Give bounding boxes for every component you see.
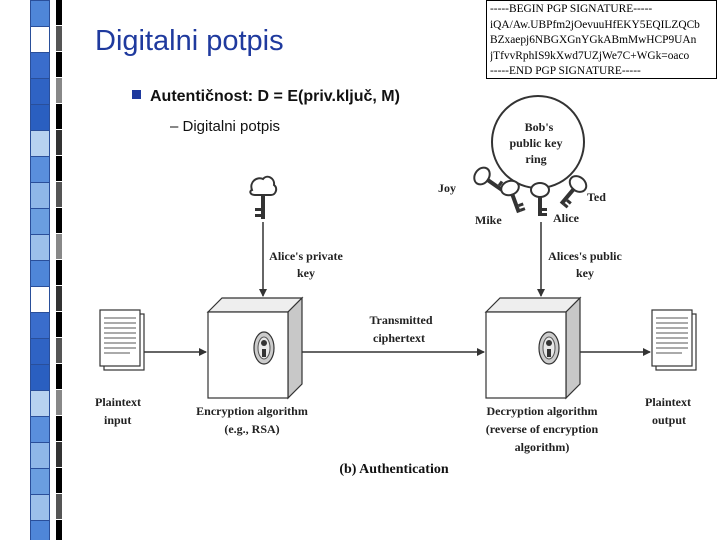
strip-bar — [56, 312, 62, 337]
strip-bar — [56, 208, 62, 233]
key-name-ted: Ted — [587, 190, 606, 204]
mike-key-icon — [500, 179, 526, 214]
strip-bar — [56, 390, 62, 415]
strip-bar — [56, 364, 62, 389]
strip-bar — [56, 338, 62, 363]
bullet-authenticity-text: Autentičnost: D = E(priv.ključ, M) — [150, 88, 400, 105]
public-key-label-line-2: key — [576, 266, 594, 280]
joy-key-icon — [473, 166, 508, 193]
slide-title: Digitalni potpis — [95, 25, 284, 57]
decorative-side-strip — [0, 0, 68, 540]
pgp-line-4: jTfvvRphIS9kXwd7UZjWe7C+WGk=oaco — [490, 49, 690, 62]
strip-bar — [56, 286, 62, 311]
strip-bar — [56, 234, 62, 259]
decryption-box — [484, 296, 582, 400]
strip-bar — [56, 26, 62, 51]
pgp-line-2: iQA/Aw.UBPfm2jOevuuHfEKY5EQILZQCb — [490, 18, 700, 31]
private-key-label-line-1: Alice's private — [269, 249, 343, 263]
strip-bar — [56, 156, 62, 181]
strip-bar — [56, 520, 62, 540]
ring-label-line-2: public key — [509, 136, 562, 150]
key-name-joy: Joy — [438, 181, 456, 195]
plaintext-input-label-line-2: input — [104, 413, 131, 427]
strip-bar — [56, 416, 62, 441]
decryption-label-line-3: algorithm) — [515, 440, 570, 454]
public-key-label-line-1: Alices's public — [548, 249, 622, 263]
ring-label-line-3: ring — [525, 152, 546, 166]
private-key-label-line-2: key — [297, 266, 315, 280]
strip-bar — [56, 260, 62, 285]
strip-square — [30, 520, 50, 540]
plaintext-output-label-line-2: output — [652, 413, 686, 427]
strip-bar — [56, 468, 62, 493]
strip-bar — [56, 104, 62, 129]
plaintext-output-label-line-1: Plaintext — [645, 395, 691, 409]
pgp-signature-box: -----BEGIN PGP SIGNATURE----- iQA/Aw.UBP… — [486, 0, 717, 79]
transmitted-label-line-1: Transmitted — [369, 313, 432, 327]
strip-bar — [56, 0, 62, 25]
strip-bar — [56, 182, 62, 207]
ring-label-line-1: Bob's — [525, 120, 554, 134]
encryption-label-line-1: Encryption algorithm — [196, 404, 308, 418]
pgp-line-5: -----END PGP SIGNATURE----- — [490, 65, 641, 78]
bullet-square-icon — [132, 90, 141, 99]
pgp-line-3: BZxaepj6NBGXGnYGkABmMwHCP9UAn — [490, 34, 697, 47]
encryption-lock-icon — [253, 331, 275, 365]
strip-bar — [56, 130, 62, 155]
decryption-label-line-1: Decryption algorithm — [487, 404, 598, 418]
strip-bar — [56, 52, 62, 77]
encryption-label-line-2: (e.g., RSA) — [224, 422, 279, 436]
sub-bullet-digital-signature: – Digitalni potpis — [170, 118, 281, 135]
bullet-authenticity: Autentičnost: D = E(priv.ključ, M) — [132, 88, 400, 106]
strip-bar — [56, 78, 62, 103]
plaintext-input-document-icon — [99, 309, 145, 371]
strip-bar — [56, 494, 62, 519]
public-key-ring: Bob's public key ring — [491, 95, 585, 189]
transmitted-label-line-2: ciphertext — [373, 331, 425, 345]
pgp-line-1: -----BEGIN PGP SIGNATURE----- — [490, 3, 653, 15]
alice-private-key-icon — [249, 175, 278, 219]
diagram-caption: (b) Authentication — [339, 462, 449, 477]
ted-key-icon — [559, 175, 588, 209]
decryption-lock-icon — [538, 331, 560, 365]
key-name-alice: Alice — [553, 211, 580, 225]
strip-bar — [56, 442, 62, 467]
encryption-box — [206, 296, 304, 400]
plaintext-output-document-icon — [651, 309, 697, 371]
alice-public-key-icon — [530, 182, 550, 216]
plaintext-input-label-line-1: Plaintext — [95, 395, 141, 409]
key-name-mike: Mike — [475, 213, 502, 227]
decryption-label-line-2: (reverse of encryption — [486, 422, 599, 436]
